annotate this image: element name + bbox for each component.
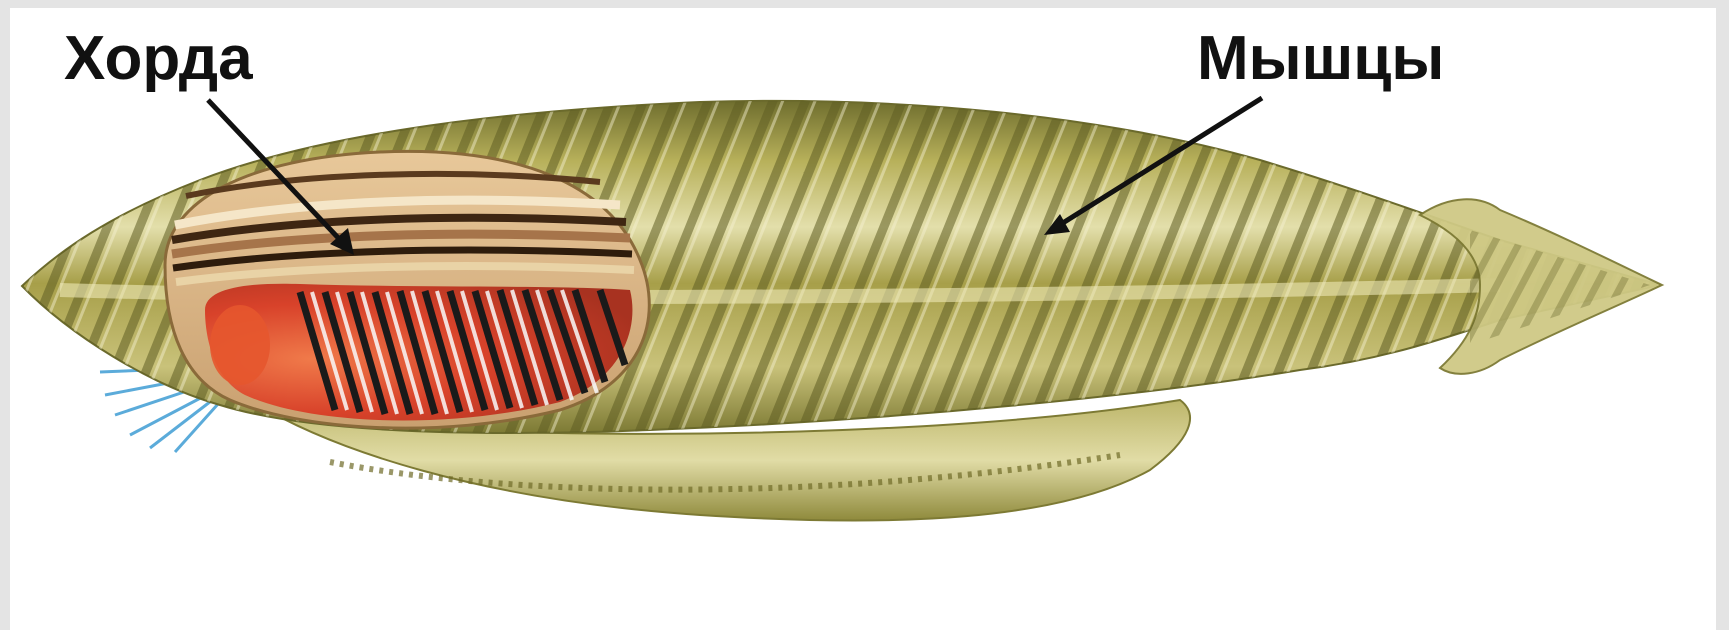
label-chorda: Хорда: [64, 28, 253, 90]
mouth-cavity: [210, 305, 270, 385]
cutaway-window: [165, 151, 649, 428]
label-muscles: Мышцы: [1197, 28, 1444, 90]
